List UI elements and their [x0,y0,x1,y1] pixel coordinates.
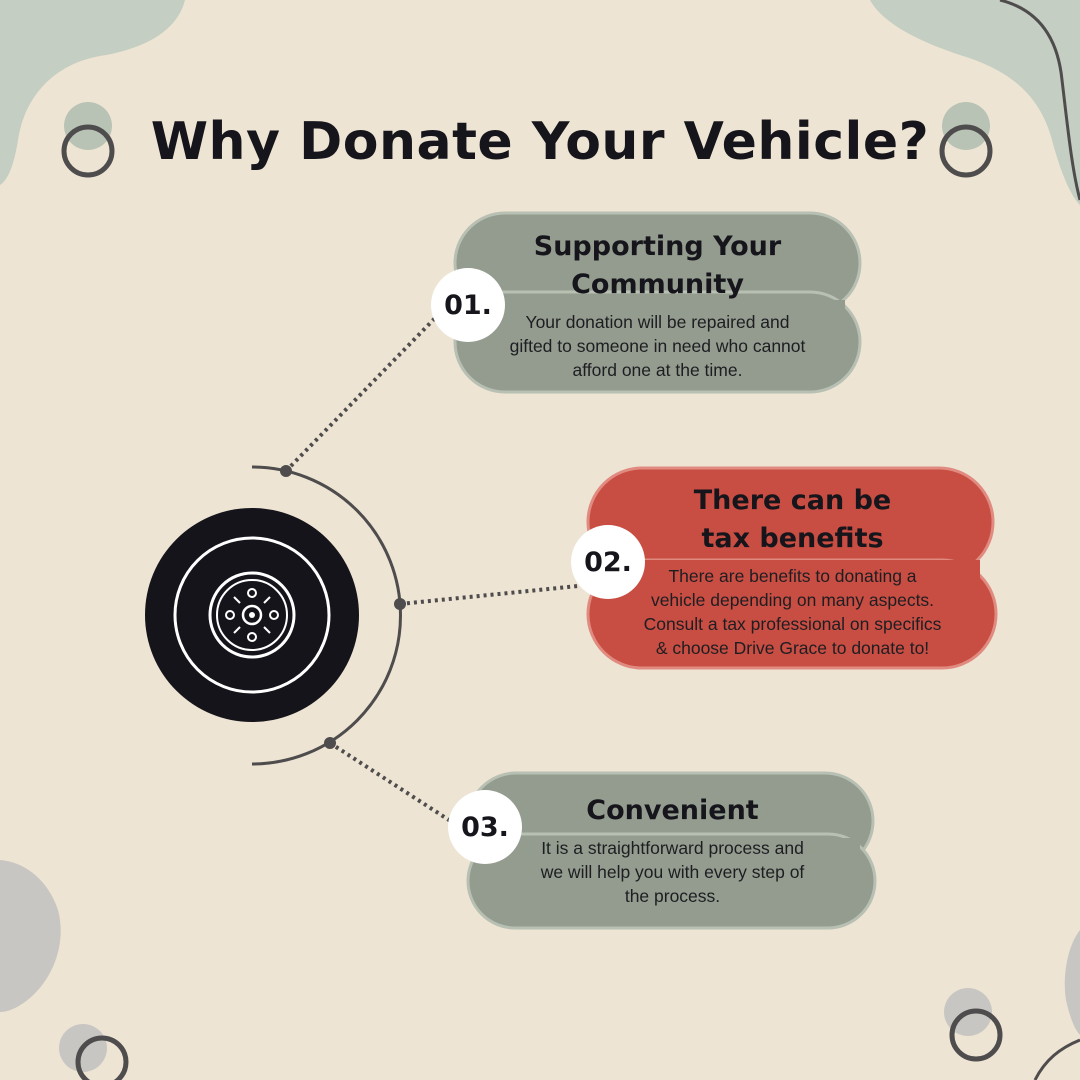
card-bg-02 [586,466,998,670]
bottom-right-ring [949,1008,1003,1062]
card-body: Your donation will be repaired and gifte… [480,310,835,382]
card-heading: Convenient [586,795,759,826]
card-heading-line: Community [571,269,744,300]
number-badge-01: 01. [431,268,505,342]
bottom-left-blob [0,860,61,1012]
reason-card-03: Convenient It is a straightforward proce… [470,792,875,908]
reason-card-01: Supporting Your Community Your donation … [455,228,860,382]
title-right-ring [939,124,993,178]
card-body: It is a straightforward process and we w… [510,836,835,908]
card-heading: Supporting Your Community [480,228,835,304]
card-body-line: the process. [624,886,721,906]
top-right-curve-line [999,0,1080,201]
connector-03 [328,741,454,824]
card-body-line: gifted to someone in need who cannot [509,336,806,356]
tire-wheel-icon [145,508,359,722]
number-badge-03: 03. [448,790,522,864]
top-left-blob [0,0,185,185]
card-body-line: It is a straightforward process and [541,838,804,858]
bottom-left-ring [75,1035,129,1080]
connector-dot-01 [280,465,292,477]
card-body-line: afford one at the time. [572,360,743,380]
card-heading-line: Supporting Your [533,231,782,262]
card-body-line: Consult a tax professional on specifics [643,614,942,634]
title-left-ring [61,124,115,178]
card-body-line: There are benefits to donating a [668,566,917,586]
connector-dot-02 [394,598,406,610]
card-bg-03 [466,771,877,930]
number-badge-02: 02. [571,525,645,599]
card-heading: There can be tax benefits [610,482,975,558]
bottom-right-blob [1064,930,1080,1035]
card-body-line: Your donation will be repaired and [525,312,790,332]
connector-02 [399,584,579,606]
card-bg-01 [453,211,862,394]
card-heading-line: There can be [693,485,892,516]
card-body-line: & choose Drive Grace to donate to! [655,638,930,658]
card-heading-line: tax benefits [701,523,884,554]
card-body: There are benefits to donating a vehicle… [610,564,975,660]
connector-dot-03 [324,737,336,749]
page-title: Why Donate Your Vehicle? [150,112,930,172]
card-body-line: we will help you with every step of [540,862,805,882]
top-right-blob [870,0,1080,205]
connector-01 [284,311,442,473]
reason-card-02: There can be tax benefits There are bene… [590,482,995,660]
bottom-right-curve-line [1033,1038,1080,1080]
card-body-line: vehicle depending on many aspects. [650,590,935,610]
central-arc [251,465,402,766]
